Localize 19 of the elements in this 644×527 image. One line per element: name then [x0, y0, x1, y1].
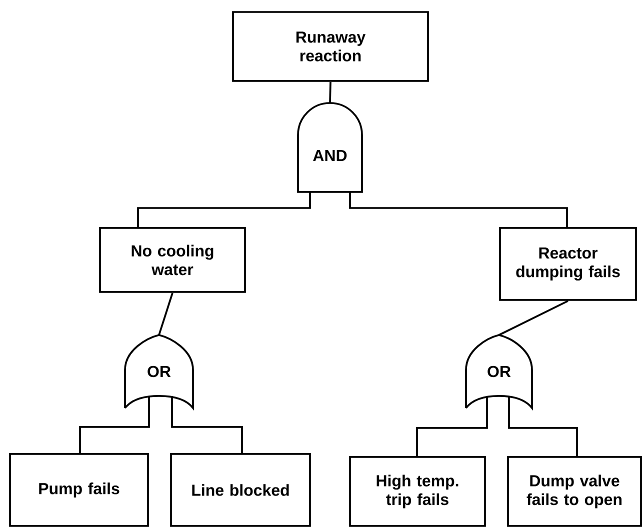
or-gate: OR — [465, 334, 533, 409]
connector-line — [171, 396, 243, 454]
connector-line — [508, 396, 578, 457]
event-box: Dump valve fails to open — [507, 456, 642, 527]
event-box: Line blocked — [170, 453, 311, 527]
and-gate: AND — [297, 102, 363, 193]
event-box: Reactor dumping fails — [499, 227, 637, 301]
connector-line — [349, 192, 568, 228]
connector-line — [416, 396, 488, 457]
event-box: No cooling water — [99, 227, 246, 293]
connector-line — [158, 292, 174, 336]
connector-line — [79, 396, 150, 454]
connector-line — [498, 300, 568, 336]
connector-line — [137, 192, 311, 228]
connector-line — [329, 82, 332, 104]
or-gate: OR — [124, 334, 194, 409]
event-box: Pump fails — [9, 453, 149, 527]
event-box: Runaway reaction — [232, 11, 429, 82]
event-box: High temp. trip fails — [349, 456, 486, 527]
